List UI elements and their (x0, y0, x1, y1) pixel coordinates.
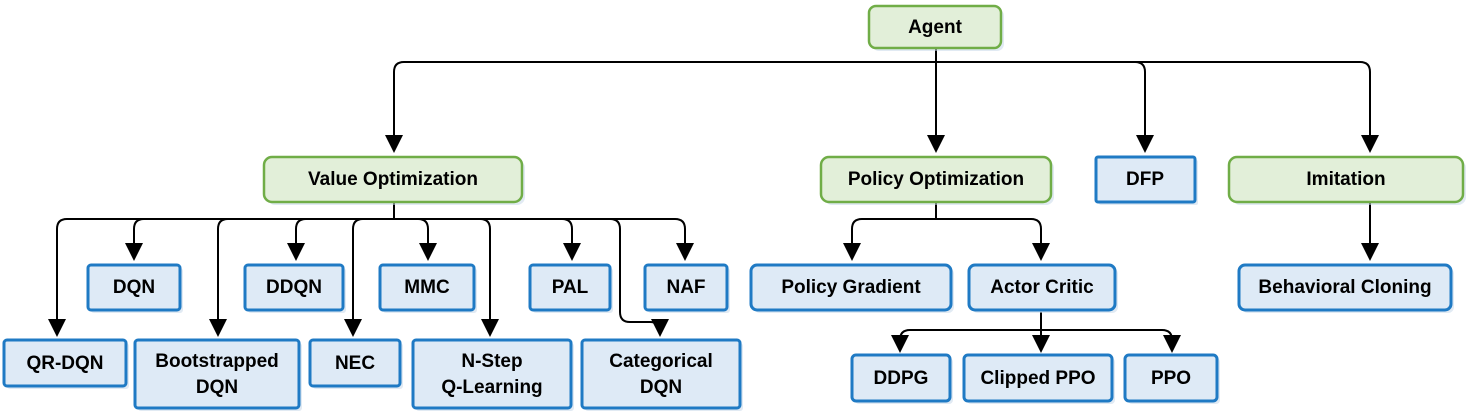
node-n-step-q-learning-label-line1: N-Step (461, 351, 522, 372)
node-policy-gradient[interactable]: Policy Gradient (749, 263, 954, 313)
node-ppo-label: PPO (1151, 368, 1191, 389)
node-mmc[interactable]: MMC (378, 263, 477, 313)
node-n-step-q-learning-label-line2: Q-Learning (441, 377, 542, 398)
node-bootstrapped-dqn[interactable]: Bootstrapped DQN (133, 338, 302, 411)
node-naf[interactable]: NAF (643, 263, 730, 313)
node-value-optimization[interactable]: Value Optimization (262, 155, 525, 205)
node-nec-label: NEC (335, 353, 375, 374)
connector-value-to-dqn (125, 218, 394, 261)
connector-agent-to-value-optimization (385, 61, 936, 153)
node-pal[interactable]: PAL (528, 263, 613, 313)
node-policy-optimization[interactable]: Policy Optimization (819, 155, 1054, 205)
node-naf-label: NAF (666, 277, 705, 298)
node-ddqn[interactable]: DDQN (243, 263, 346, 313)
node-ppo[interactable]: PPO (1123, 353, 1220, 404)
connector-value-to-nec (344, 218, 394, 337)
connector-value-to-categorical-dqn (394, 218, 669, 337)
node-behavioral-cloning[interactable]: Behavioral Cloning (1237, 263, 1454, 313)
node-qr-dqn[interactable]: QR-DQN (2, 338, 129, 389)
connector-value-to-pal (394, 218, 581, 261)
node-agent[interactable]: Agent (867, 4, 1004, 51)
node-categorical-dqn-label-line1: Categorical (609, 351, 712, 372)
node-ddqn-label: DDQN (266, 277, 322, 298)
node-ddpg[interactable]: DDPG (850, 353, 953, 404)
connector-value-to-qr-dqn (48, 218, 394, 337)
node-imitation-label: Imitation (1306, 169, 1385, 190)
connector-layer (48, 47, 1379, 353)
connector-actor-critic-to-ddpg (891, 329, 1041, 353)
node-bootstrapped-dqn-label-line1: Bootstrapped (155, 351, 279, 372)
connector-value-to-mmc (394, 218, 437, 261)
connector-actor-critic-to-ppo (1041, 329, 1181, 353)
node-ddpg-label: DDPG (874, 368, 929, 389)
node-dqn-label: DQN (113, 277, 155, 298)
node-nec[interactable]: NEC (308, 338, 403, 389)
node-agent-label: Agent (908, 17, 963, 38)
node-categorical-dqn-label-line2: DQN (640, 377, 682, 398)
connector-policy-to-actor-critic (936, 218, 1050, 261)
node-value-optimization-label: Value Optimization (308, 169, 478, 190)
node-policy-optimization-label: Policy Optimization (848, 169, 1024, 190)
node-bootstrapped-dqn-label-line2: DQN (196, 377, 238, 398)
connector-agent-to-imitation (936, 61, 1379, 153)
node-mmc-label: MMC (404, 277, 450, 298)
node-pal-label: PAL (552, 277, 589, 298)
connector-policy-to-policy-gradient (843, 218, 936, 261)
node-behavioral-cloning-label: Behavioral Cloning (1258, 277, 1431, 298)
node-policy-gradient-label: Policy Gradient (781, 277, 921, 298)
node-categorical-dqn[interactable]: Categorical DQN (580, 338, 743, 411)
node-n-step-q-learning[interactable]: N-Step Q-Learning (411, 338, 574, 411)
connector-value-to-naf (394, 218, 694, 261)
node-dqn[interactable]: DQN (86, 263, 183, 313)
node-actor-critic[interactable]: Actor Critic (967, 263, 1118, 313)
connector-value-to-ddqn (287, 218, 394, 261)
node-imitation[interactable]: Imitation (1227, 155, 1466, 205)
node-clipped-ppo-label: Clipped PPO (980, 368, 1095, 389)
node-dfp-label: DFP (1126, 169, 1164, 190)
node-qr-dqn-label: QR-DQN (26, 353, 103, 374)
node-clipped-ppo[interactable]: Clipped PPO (962, 353, 1115, 404)
connector-agent-to-dfp (936, 61, 1154, 153)
connector-value-to-bootstrapped-dqn (209, 218, 394, 337)
node-actor-critic-label: Actor Critic (990, 277, 1094, 298)
node-dfp[interactable]: DFP (1094, 155, 1198, 205)
